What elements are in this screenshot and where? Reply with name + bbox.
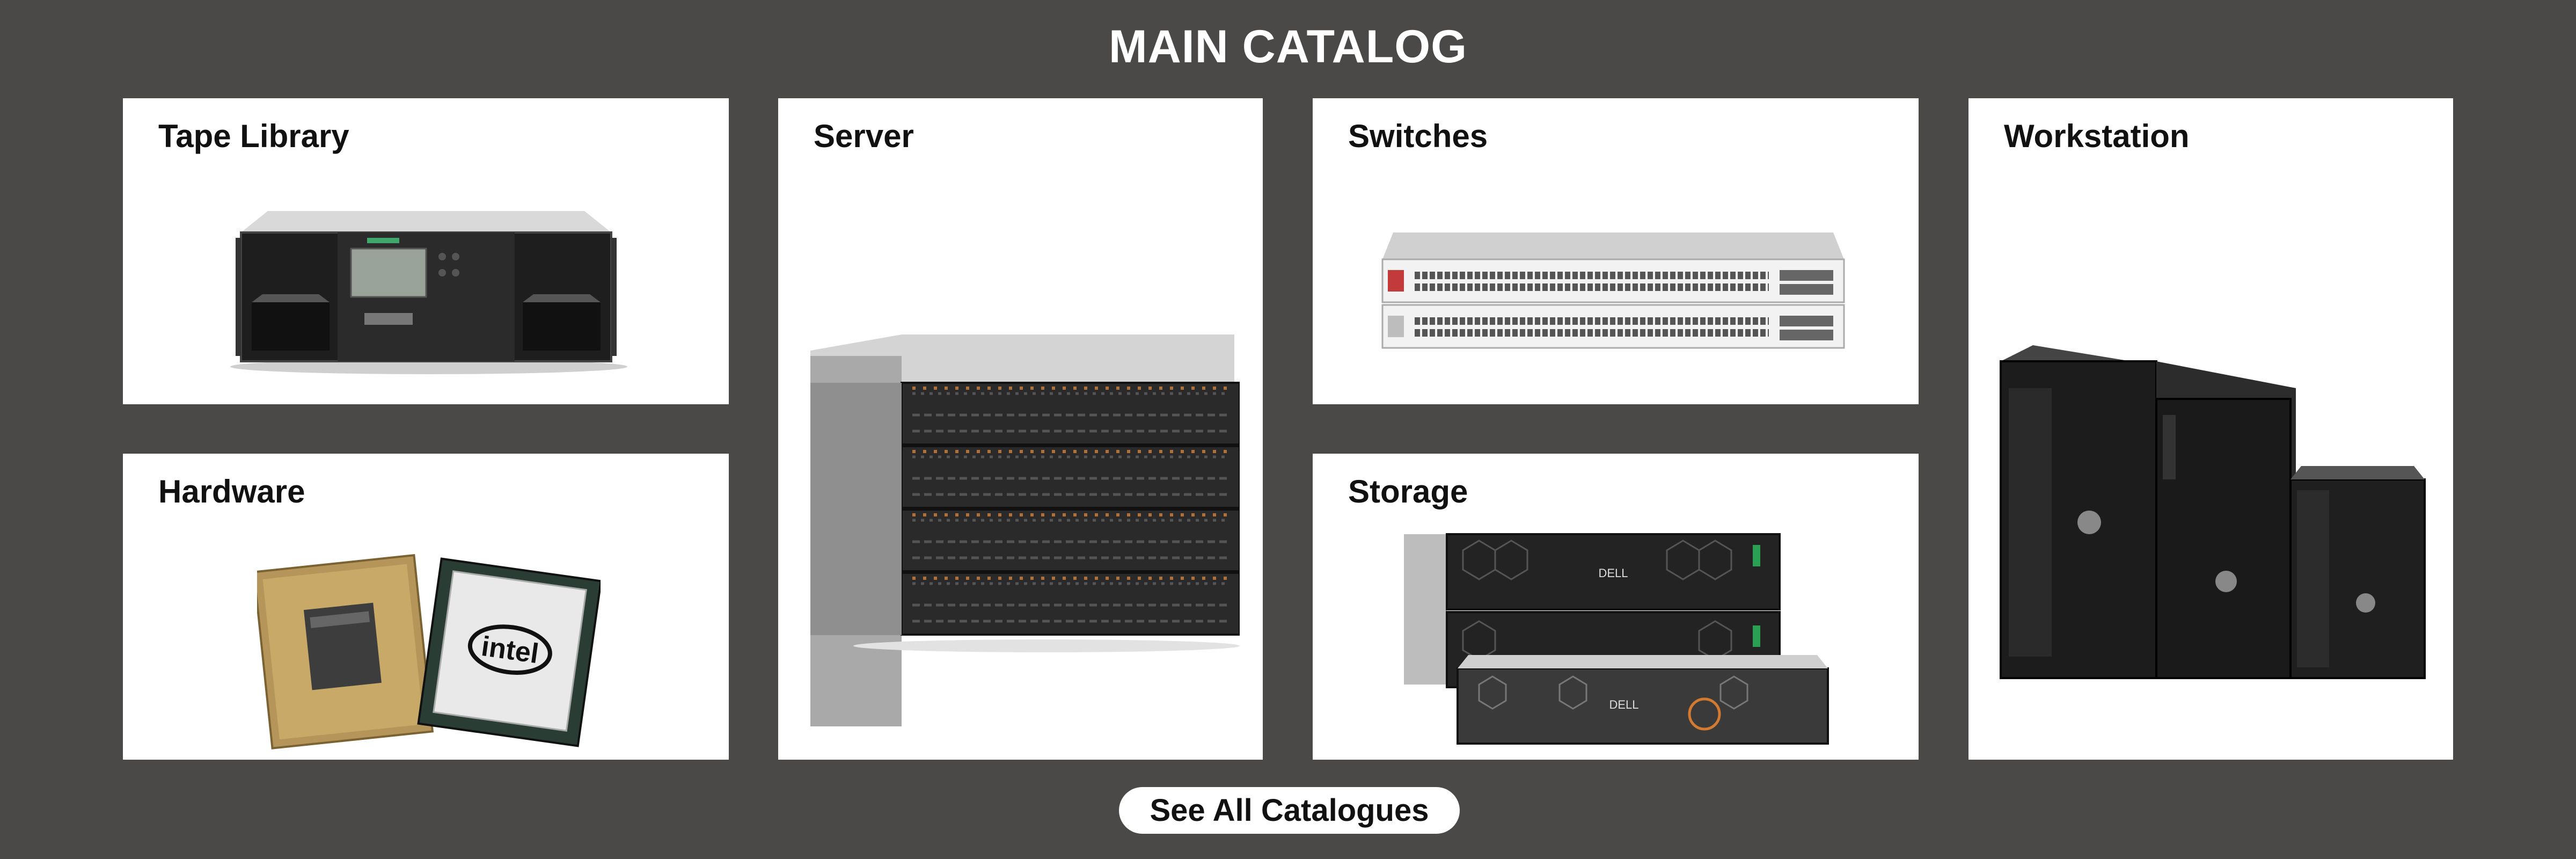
storage-arrays-image: DELL DELL: [1404, 533, 1829, 745]
card-label: Hardware: [158, 474, 305, 509]
server-stack-image: [810, 334, 1240, 726]
workstation-towers-image: [2000, 345, 2426, 679]
svg-text:DELL: DELL: [1609, 698, 1638, 711]
catalog-card-server[interactable]: Server: [778, 98, 1263, 760]
catalog-card-workstation[interactable]: Workstation: [1968, 98, 2453, 760]
card-label: Workstation: [2004, 118, 2190, 154]
card-label: Tape Library: [158, 118, 349, 154]
catalog-card-tape-library[interactable]: Tape Library: [123, 98, 729, 404]
card-label: Storage: [1348, 474, 1468, 509]
catalog-card-switches[interactable]: Switches: [1313, 98, 1919, 404]
card-label: Server: [814, 118, 914, 154]
catalog-card-storage[interactable]: Storage DELL DELL: [1313, 454, 1919, 760]
cpu-chips-image: intel: [257, 554, 601, 749]
network-switches-image: [1381, 232, 1845, 349]
page-title: MAIN CATALOG: [1108, 21, 1468, 72]
svg-text:DELL: DELL: [1598, 566, 1628, 580]
catalog-card-hardware[interactable]: Hardware intel: [123, 454, 729, 760]
card-label: Switches: [1348, 118, 1488, 154]
tape-library-image: [230, 211, 627, 374]
see-all-catalogues-button[interactable]: See All Catalogues: [1119, 787, 1460, 834]
